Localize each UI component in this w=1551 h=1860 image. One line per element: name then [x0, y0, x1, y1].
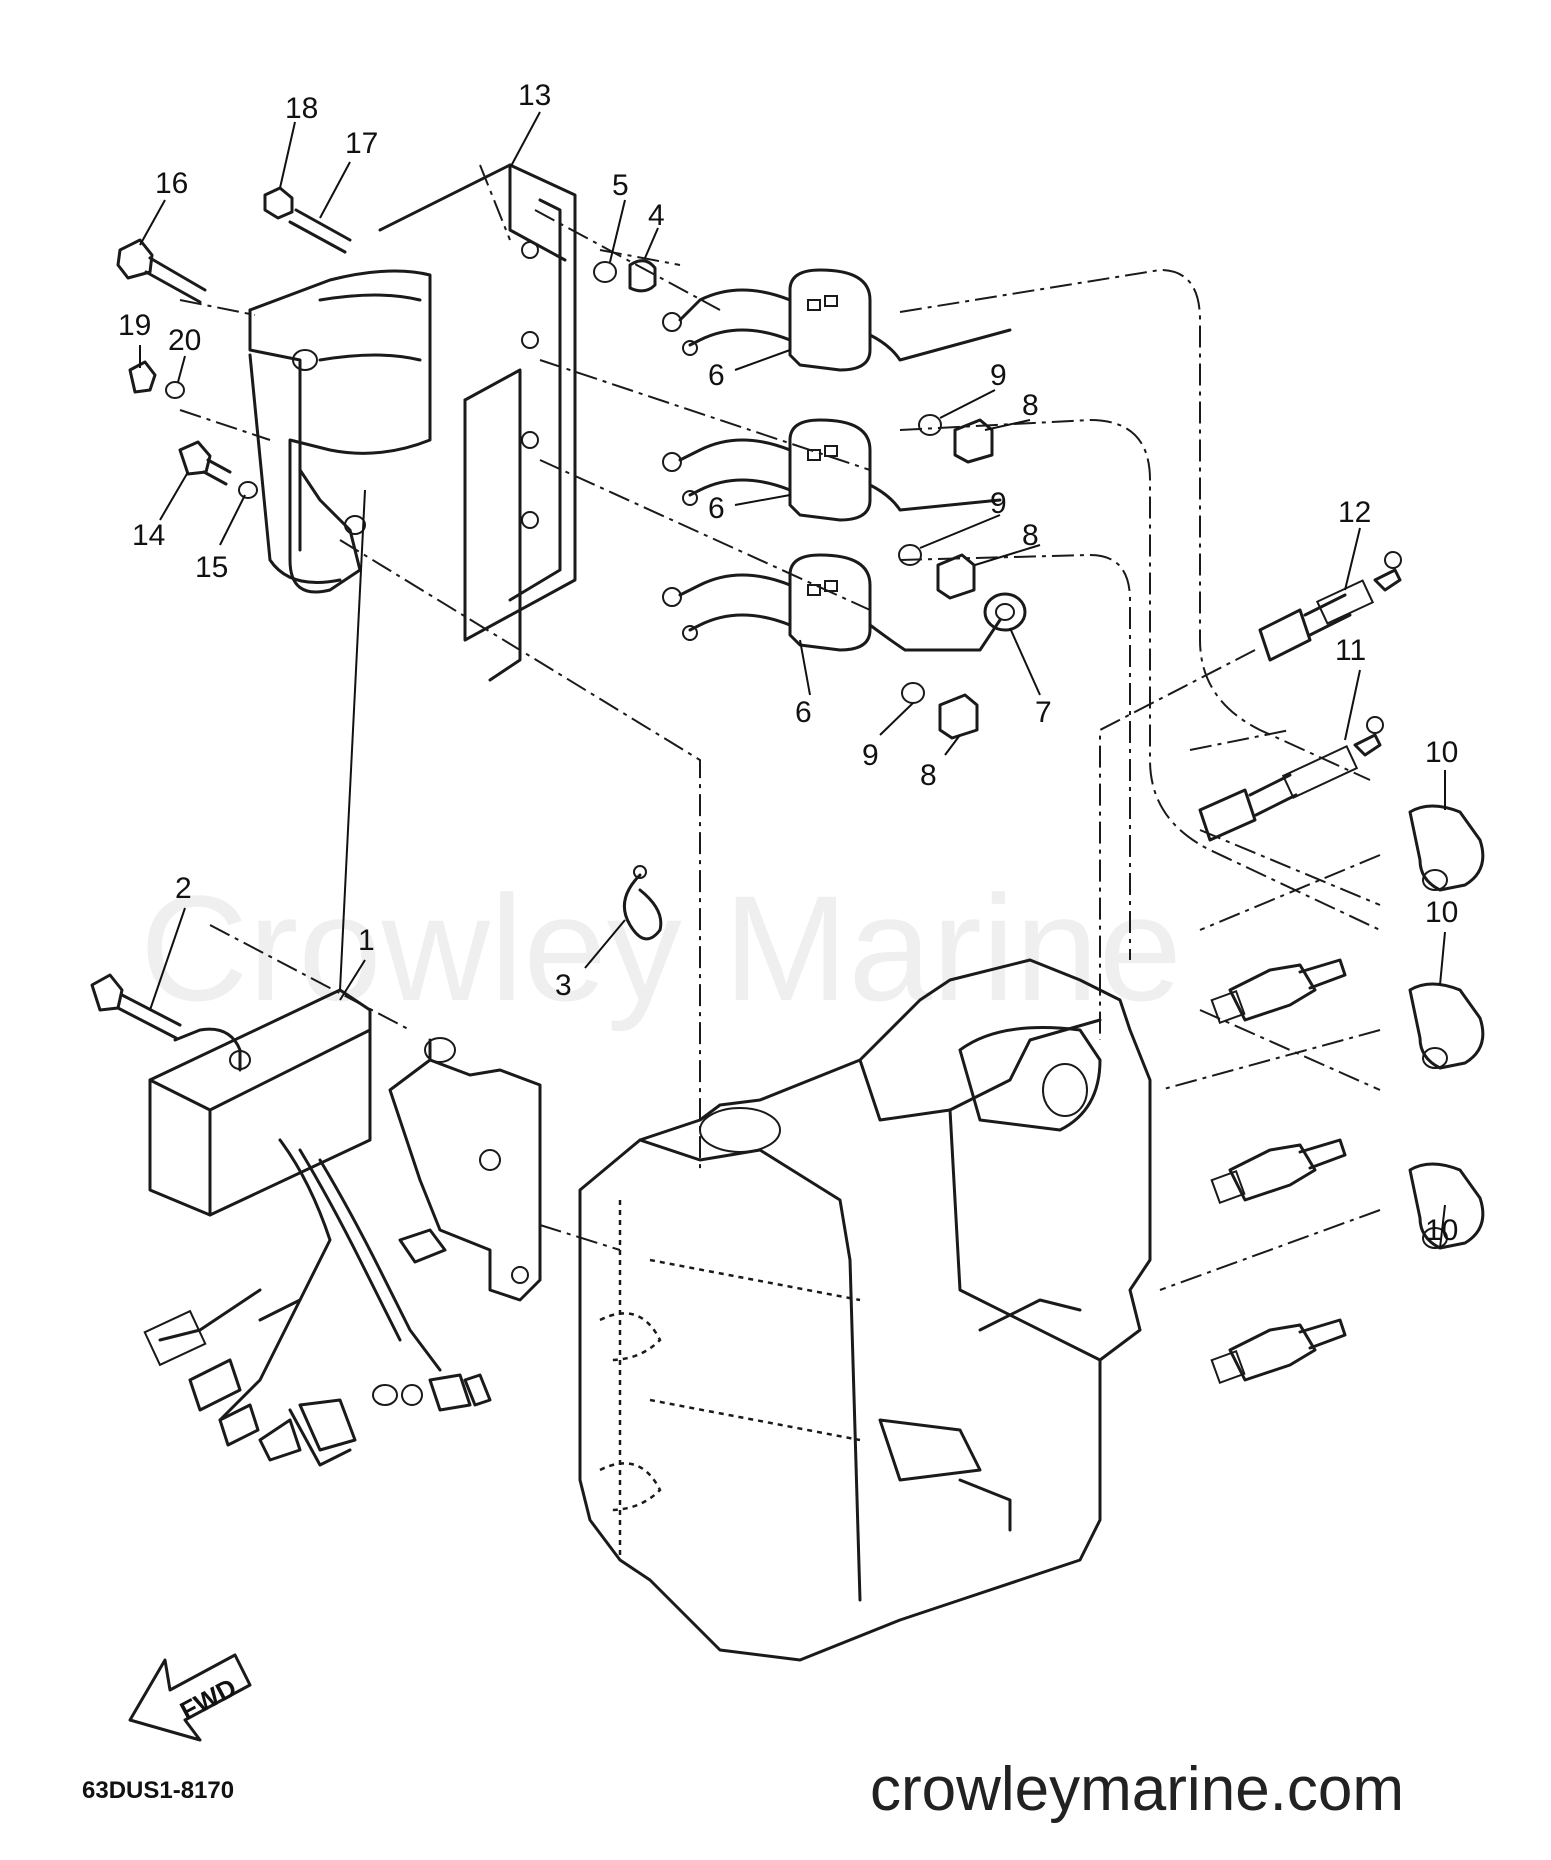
ignition-coil-bracket	[248, 163, 577, 682]
fasteners	[90, 186, 994, 1040]
callout-9-top: 9	[990, 359, 1007, 392]
ignition-coil-top	[662, 268, 1012, 372]
cdi-unit	[143, 988, 492, 1467]
cdi-bracket	[388, 1037, 542, 1302]
callout-14: 14	[132, 519, 165, 552]
callout-11: 11	[1335, 634, 1366, 667]
callout-6-top: 6	[708, 359, 725, 392]
watermark-text: Crowley Marine	[140, 864, 1182, 1032]
callout-10-middle: 10	[1425, 896, 1458, 929]
spark-plug-cap-top	[1408, 804, 1485, 892]
callout-10-bottom: 10	[1425, 1214, 1458, 1247]
callout-5: 5	[612, 169, 629, 202]
callout-8-middle: 8	[1022, 519, 1039, 552]
spark-plug-cap-middle	[1408, 982, 1485, 1070]
callout-16: 16	[155, 167, 188, 200]
callout-9-bottom: 9	[862, 739, 879, 772]
callout-18: 18	[285, 92, 318, 125]
callout-10-top: 10	[1425, 736, 1458, 769]
ignition-coil-middle	[662, 418, 1002, 522]
grommet	[983, 592, 1027, 632]
drawing-code: 63DUS1-8170	[82, 1777, 234, 1804]
fwd-label: FWD	[175, 1672, 241, 1726]
spark-plugs	[1210, 958, 1347, 1385]
callout-15: 15	[195, 551, 228, 584]
callout-19: 19	[118, 309, 151, 342]
ignition-coil-bottom	[662, 553, 1002, 652]
callout-20: 20	[168, 324, 201, 357]
callout-6-middle: 6	[708, 492, 725, 525]
callout-12: 12	[1338, 496, 1371, 529]
forward-direction-arrow: FWD	[128, 1653, 252, 1742]
callout-7: 7	[1035, 696, 1052, 729]
callout-8-bottom: 8	[920, 759, 937, 792]
callout-2: 2	[175, 872, 192, 905]
callout-3: 3	[555, 969, 572, 1002]
callout-9-middle: 9	[990, 487, 1007, 520]
callout-6-bottom: 6	[795, 696, 812, 729]
spark-plug-lead-11	[1198, 716, 1384, 842]
callout-4: 4	[648, 199, 665, 232]
leader-lines	[139, 111, 1446, 1249]
routing-lines	[179, 164, 1381, 1291]
callout-labels: 18 17 13 16 5 4 19 20 6 9 8 14 15 6 9 8 …	[118, 79, 1458, 1247]
engine-block	[578, 958, 1152, 1662]
website-url: crowleymarine.com	[870, 1755, 1404, 1824]
callout-8-top: 8	[1022, 389, 1039, 422]
spark-plug-lead-12	[1258, 551, 1402, 662]
callout-13: 13	[518, 79, 551, 112]
callout-17: 17	[345, 127, 378, 160]
callout-1: 1	[358, 924, 375, 957]
spark-plug-cap-bottom	[1408, 1162, 1485, 1250]
